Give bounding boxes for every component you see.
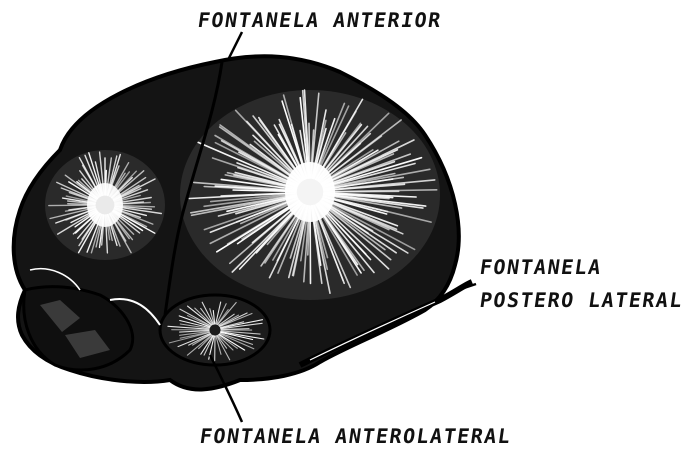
temporal-bone xyxy=(160,295,270,365)
leader-line-anterior xyxy=(228,32,242,60)
label-fontanela-anterior: FONTANELA ANTERIOR xyxy=(196,8,443,32)
label-fontanela-postero-lateral-line2: POSTERO LATERAL xyxy=(478,288,684,312)
label-fontanela-postero-lateral-line1: FONTANELA xyxy=(478,255,603,279)
frontal-bone xyxy=(45,150,165,260)
parietal-bone xyxy=(180,90,440,300)
label-fontanela-anterolateral: FONTANELA ANTEROLATERAL xyxy=(198,424,513,448)
